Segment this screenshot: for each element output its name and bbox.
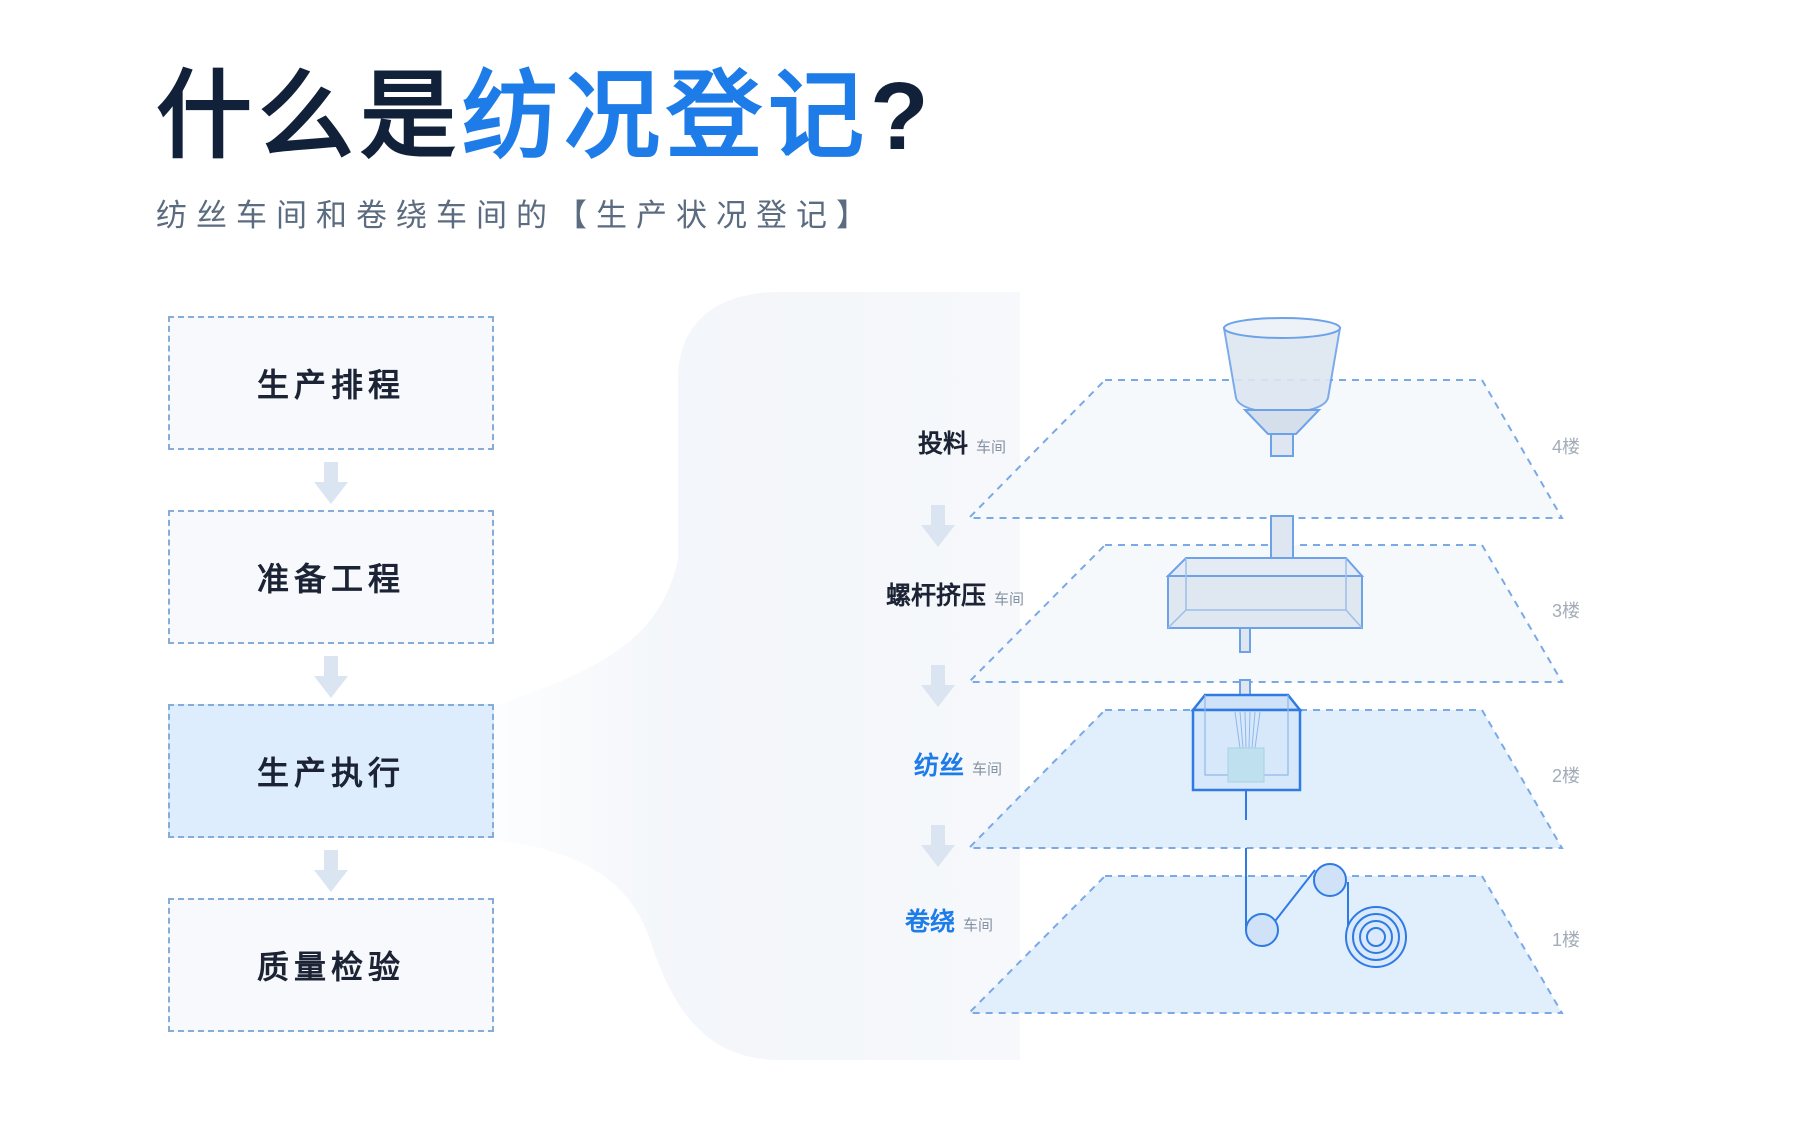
- step-quality-inspection: 质量检验: [168, 898, 494, 1032]
- workshop-name: 螺杆挤压: [886, 582, 987, 610]
- workshop-label-spinning: 纺丝车间: [914, 746, 1002, 782]
- winding-machine-icon: [1245, 848, 1407, 968]
- floor-number-4: 4楼: [1552, 437, 1581, 457]
- workshop-label-winding: 卷绕车间: [905, 902, 993, 938]
- title-suffix: ?: [870, 63, 935, 170]
- title-highlight: 纺况登记: [462, 63, 870, 170]
- step-preparation: 准备工程: [168, 510, 494, 644]
- workshop-name: 纺丝: [914, 752, 965, 780]
- workshop-label-feeding: 投料车间: [918, 424, 1006, 460]
- step-arrow-down-icon: [314, 462, 348, 504]
- title-prefix: 什么是: [156, 63, 462, 170]
- step-production-execution: 生产执行: [168, 704, 494, 838]
- workshop-suffix: 车间: [972, 761, 1003, 778]
- workshop-suffix: 车间: [976, 439, 1007, 456]
- screw-extruder-icon: [1165, 515, 1365, 653]
- page-title: 什么是纺况登记?: [156, 62, 935, 172]
- step-production-scheduling: 生产排程: [168, 316, 494, 450]
- workshop-suffix: 车间: [994, 591, 1025, 608]
- floor-number-3: 3楼: [1552, 601, 1581, 621]
- step-arrow-down-icon: [314, 656, 348, 698]
- spinning-machine-icon: [1190, 679, 1303, 820]
- floor-number-1: 1楼: [1552, 930, 1581, 950]
- floor-plane-4: [966, 379, 1564, 519]
- page-subtitle: 纺丝车间和卷绕车间的【生产状况登记】: [156, 198, 876, 233]
- workshop-label-screw-extrusion: 螺杆挤压车间: [886, 576, 1024, 612]
- floor-arrow-down-icon: [921, 505, 955, 547]
- workshop-name: 投料: [918, 430, 969, 458]
- step-arrow-down-icon: [314, 850, 348, 892]
- workshop-name: 卷绕: [905, 908, 956, 936]
- floor-arrow-down-icon: [921, 665, 955, 707]
- floor-number-2: 2楼: [1552, 766, 1581, 786]
- hopper-icon: [1222, 317, 1342, 457]
- workshop-suffix: 车间: [963, 917, 994, 934]
- floor-arrow-down-icon: [921, 825, 955, 867]
